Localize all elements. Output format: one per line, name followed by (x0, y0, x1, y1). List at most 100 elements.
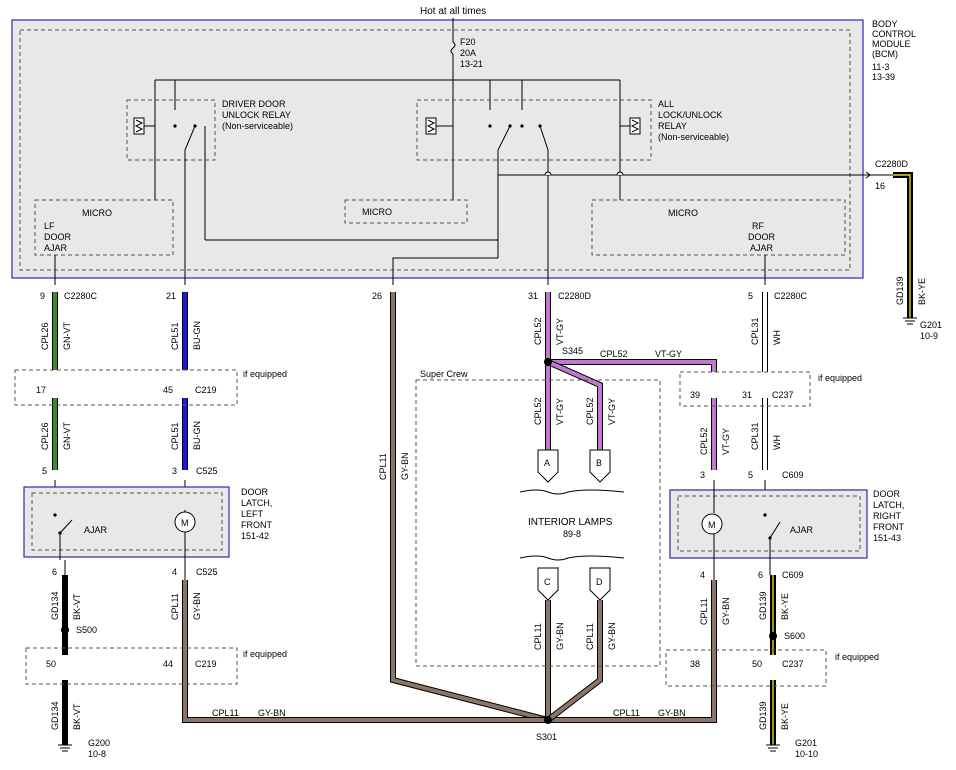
connector-label: C609 (782, 570, 804, 580)
micro-label: MICRO (668, 208, 698, 218)
lamp-connector-label: B (596, 458, 602, 468)
connector-label: C2280C (64, 291, 98, 301)
splice-label: S600 (784, 631, 805, 641)
wire-label: GD139 (758, 591, 768, 620)
ajar-switch-label: AJAR (84, 525, 108, 535)
door-latch-right-front: M AJAR DOOR LATCH, RIGHT FRONT 151-43 (669, 480, 904, 580)
wire-cpl52 (545, 292, 717, 470)
wire-label: CPL11 (212, 708, 239, 718)
ground-label: 10-9 (920, 331, 938, 341)
bcm-label-line: 13-39 (872, 72, 895, 82)
splices: S345 S500 S600 S301 (61, 346, 805, 742)
pin-label: 4 (172, 567, 177, 577)
latch-label-line: DOOR (241, 487, 269, 497)
rf-door-ajar-micro (591, 199, 846, 256)
if-equipped-label: if equipped (835, 652, 879, 662)
wire-label: VT-GY (555, 398, 565, 425)
latch-label-line: 151-42 (241, 531, 269, 541)
latch-label-line: FRONT (241, 520, 272, 530)
lamp-connector-label: A (544, 458, 550, 468)
bcm-label-line: (BCM) (872, 49, 898, 59)
latch-label-line: LATCH, (241, 498, 272, 508)
ajar-switch-label: AJAR (790, 525, 814, 535)
interior-lamps-ref: 89-8 (563, 529, 581, 539)
lamp-connector-c (537, 567, 559, 601)
pin-label: 5 (42, 466, 47, 476)
wire-label: VT-GY (721, 428, 731, 455)
wire-label: CPL26 (40, 422, 50, 450)
wire-label: GY-BN (192, 592, 202, 620)
splice-s500 (61, 626, 69, 634)
wire-label: GY-BN (607, 622, 617, 650)
relay-label-line: (Non-serviceable) (222, 121, 293, 131)
lamp-connector-d (589, 567, 611, 601)
wire-label: CPL11 (585, 623, 595, 650)
micro-label: RF (752, 221, 764, 231)
pin-label: 50 (46, 659, 56, 669)
micro-label: MICRO (82, 208, 112, 218)
ground-label: G200 (88, 738, 110, 748)
splice-label: S500 (76, 625, 97, 635)
wire-label: GY-BN (721, 597, 731, 625)
motor-icon (701, 513, 723, 535)
pin-label: 21 (166, 291, 176, 301)
relay-label-line: RELAY (658, 121, 687, 131)
super-crew-boundary (415, 379, 661, 667)
latch-pins: 5 3 C525 6 4 C525 3 5 C609 4 6 C609 (42, 466, 804, 580)
wire-label: VT-GY (555, 318, 565, 345)
connector-c219-bottom: 50 44 C219 if equipped (25, 647, 287, 685)
wire-label: GD139 (895, 276, 905, 305)
latch-label-line: FRONT (873, 522, 904, 532)
if-equipped-label: if equipped (243, 649, 287, 659)
pin-label: 31 (528, 291, 538, 301)
pin-label: 17 (36, 385, 46, 395)
lamp-connector-b (589, 449, 611, 483)
fuse-label-line: 20A (460, 48, 476, 58)
ground-g201-top: G201 10-9 (903, 317, 942, 341)
lamp-connector-label: D (596, 577, 603, 587)
motor-label: M (181, 518, 189, 528)
wire-label: BK-YE (917, 278, 927, 305)
wire-label: CPL52 (533, 317, 543, 345)
interior-lamp-connectors: A B INTERIOR LAMPS 89-8 C D (519, 449, 625, 601)
pin-label: 31 (742, 390, 752, 400)
lamp-connector-a (537, 449, 559, 483)
connector-label: C525 (196, 466, 218, 476)
relay-label-line: LOCK/UNLOCK (658, 110, 723, 120)
wire-label: BU-GN (192, 421, 202, 450)
wire-label: CPL51 (170, 322, 180, 350)
bcm-label: BODY CONTROL MODULE (BCM) 11-3 13-39 (872, 19, 916, 82)
relay-label-line: UNLOCK RELAY (222, 110, 291, 120)
wire-label: CPL31 (750, 317, 760, 345)
top-connector-pins: 9 C2280C 21 26 31 C2280D 5 C2280C (40, 291, 808, 301)
connector-c219-top: 17 45 C219 if equipped (14, 369, 287, 406)
ground-label: 10-8 (88, 749, 106, 759)
wire-label: CPL52 (600, 349, 628, 359)
wire-label: VT-GY (607, 398, 617, 425)
latch-label-line: DOOR (873, 489, 901, 499)
connector-label: C2280D (558, 291, 592, 301)
wire-label: GD134 (50, 701, 60, 730)
wire-gd139 (770, 172, 913, 745)
pin-label: 9 (40, 291, 45, 301)
wire-label: GY-BN (258, 708, 286, 718)
wire-label: WH (772, 435, 782, 450)
micro-label: MICRO (362, 207, 392, 217)
fuse-label-line: 13-21 (460, 59, 483, 69)
lamp-connector-label: C (544, 577, 551, 587)
pin-label: 3 (172, 466, 177, 476)
super-crew-label: Super Crew (420, 369, 468, 379)
wire-label: BU-GN (192, 321, 202, 350)
latch-label-line: RIGHT (873, 511, 902, 521)
interior-lamps-title: INTERIOR LAMPS (528, 517, 613, 528)
ground-g201-bottom: G201 10-10 (766, 738, 818, 759)
pin-label: 39 (690, 390, 700, 400)
fuse-icon (450, 41, 456, 55)
connector-c237-top: 39 31 C237 if equipped (679, 371, 862, 407)
center-micro (344, 199, 468, 224)
if-equipped-label: if equipped (818, 373, 862, 383)
wire-label: CPL31 (750, 422, 760, 450)
motor-label: M (708, 520, 716, 530)
door-latch-left-front: AJAR M DOOR LATCH, LEFT FRONT 151-42 (23, 486, 272, 580)
